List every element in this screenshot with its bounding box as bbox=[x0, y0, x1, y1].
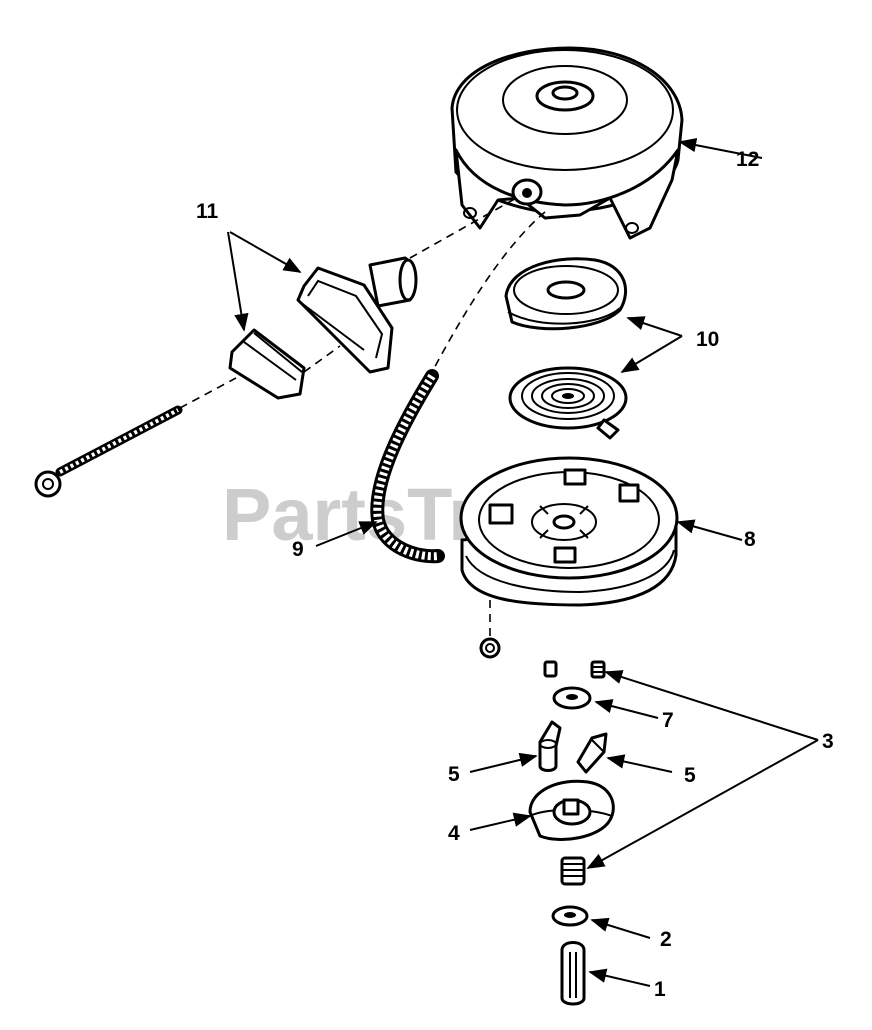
pawl-retainer bbox=[528, 779, 615, 841]
brake-spring bbox=[560, 856, 586, 886]
callout-5-right: 5 bbox=[684, 764, 696, 787]
spring-cup bbox=[504, 257, 628, 331]
pulley-screw bbox=[479, 637, 501, 659]
recoil-spring bbox=[508, 366, 628, 440]
callout-4: 4 bbox=[448, 822, 460, 845]
small-spring-left bbox=[543, 660, 558, 678]
small-spring-right bbox=[590, 660, 606, 679]
callout-3: 3 bbox=[822, 730, 834, 753]
rope-end bbox=[34, 405, 183, 498]
pulley bbox=[459, 456, 679, 607]
callout-9: 9 bbox=[292, 538, 304, 561]
callout-2: 2 bbox=[660, 928, 672, 951]
callout-12: 12 bbox=[736, 148, 759, 171]
assembly-lines bbox=[179, 195, 546, 636]
handle-insert bbox=[228, 328, 306, 400]
callout-10: 10 bbox=[696, 328, 719, 351]
starter-rope bbox=[370, 369, 445, 564]
callout-5-left: 5 bbox=[448, 763, 460, 786]
retainer-pin bbox=[560, 941, 586, 1006]
washer-2 bbox=[551, 905, 589, 927]
starter-housing bbox=[450, 46, 684, 240]
callout-8: 8 bbox=[744, 528, 756, 551]
starter-handle bbox=[296, 256, 418, 374]
pawl-left bbox=[538, 720, 562, 772]
callout-7: 7 bbox=[662, 709, 674, 732]
callout-1: 1 bbox=[654, 978, 666, 1001]
leader-lines bbox=[227, 138, 819, 987]
pawl-right bbox=[576, 732, 608, 774]
washer-7 bbox=[552, 686, 592, 710]
callout-11: 11 bbox=[196, 200, 219, 223]
